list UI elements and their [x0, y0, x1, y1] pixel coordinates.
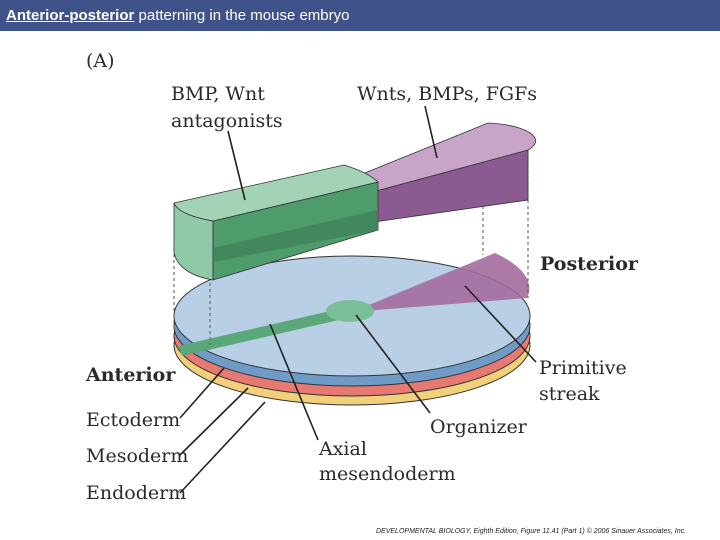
ectoderm-label: Ectoderm: [86, 409, 180, 431]
figure-credit: DEVELOPMENTAL BIOLOGY, Eighth Edition, F…: [376, 527, 686, 535]
posterior-signal-label: Wnts, BMPs, FGFs: [357, 83, 537, 105]
slide-title-rest: patterning in the mouse embryo: [138, 7, 350, 24]
embryo-disc: [173, 253, 531, 406]
anterior-signal-label-line1: BMP, Wnt: [171, 83, 265, 105]
organizer-node: [326, 300, 374, 322]
slide-title-bold: Anterior-posterior: [6, 7, 135, 24]
slide-title: Anterior-posterior patterning in the mou…: [0, 0, 720, 31]
panel-label: (A): [86, 50, 115, 72]
primitive-streak-label-line1: Primitive: [539, 357, 627, 379]
leader-lines: [179, 105, 537, 494]
axial-mesendoderm: [178, 306, 356, 356]
anterior-label: Anterior: [85, 364, 176, 386]
endoderm-label: Endoderm: [86, 482, 186, 504]
mesoderm-label: Mesoderm: [86, 445, 188, 467]
primitive-streak-label-line2: streak: [539, 383, 600, 405]
axial-label-line1: Axial: [318, 438, 367, 460]
primitive-streak: [352, 253, 530, 312]
axial-label-line2: mesendoderm: [319, 463, 456, 485]
anterior-signal-gradient: [173, 164, 379, 281]
embryo-diagram: (A) BMP, Wnt antagonists Wnts, BMPs, FGF…: [85, 50, 686, 535]
anterior-signal-label-line2: antagonists: [171, 110, 283, 132]
posterior-label: Posterior: [540, 253, 639, 275]
organizer-label: Organizer: [430, 416, 528, 438]
